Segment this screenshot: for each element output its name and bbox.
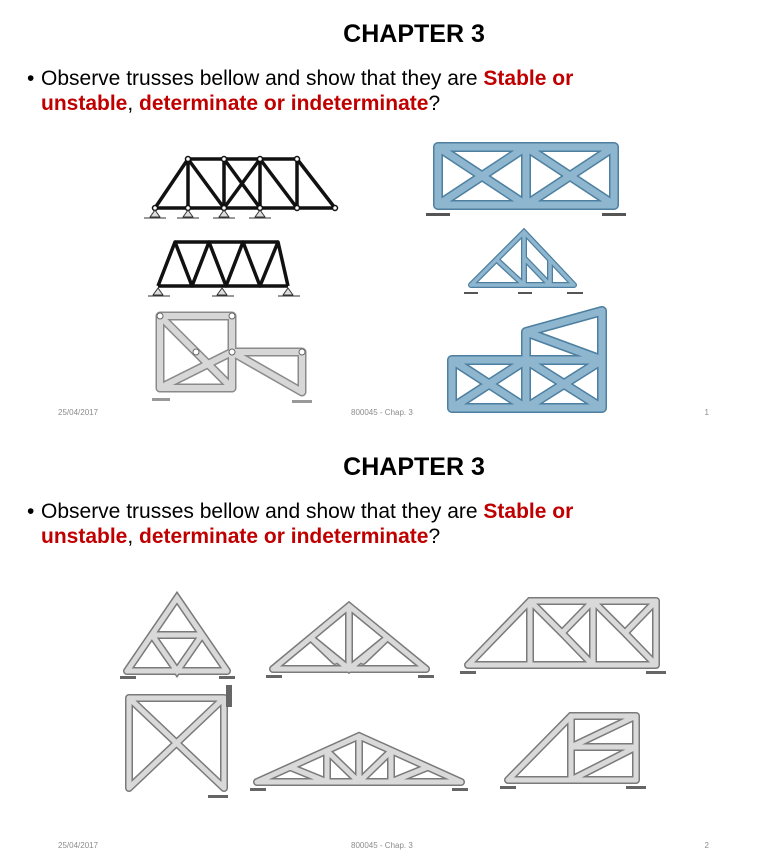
bullet-icon: •	[27, 500, 35, 523]
truss-blue-1-fill	[434, 143, 618, 209]
footer-course: 800045 - Chap. 3	[351, 408, 413, 417]
truss-black-1	[144, 155, 339, 219]
bullet-text-plain: Observe trusses bellow and show that the…	[41, 67, 484, 90]
truss-gray-f	[500, 712, 646, 789]
slide-2: CHAPTER 3 • Observe trusses bellow and s…	[0, 433, 768, 866]
bullet-text-plain: Observe trusses bellow and show that the…	[41, 500, 484, 523]
bullet-separator: ,	[127, 525, 140, 548]
slide-title: CHAPTER 3	[343, 20, 485, 48]
footer-course: 800045 - Chap. 3	[351, 841, 413, 850]
bullet-separator: ,	[127, 92, 140, 115]
truss-blue-3-fill	[448, 307, 606, 412]
truss-blue-2-supports	[464, 292, 583, 294]
footer-page-number: 1	[704, 408, 709, 417]
bullet-point: • Observe trusses bellow and show that t…	[27, 499, 647, 549]
truss-blue-1-supports	[426, 213, 626, 216]
highlight-stable: Stable or unstable	[41, 500, 574, 548]
truss-figures-slide-1	[144, 142, 626, 413]
highlight-determinate: determinate or indeterminate	[139, 525, 429, 548]
bullet-end: ?	[428, 92, 441, 115]
truss-gray-a	[120, 590, 235, 679]
slide-1: CHAPTER 3 • Observe trusses bellow and s…	[27, 20, 709, 417]
truss-gray-c	[460, 597, 666, 674]
bullet-text: Observe trusses bellow and show that the…	[41, 66, 647, 116]
footer-date: 25/04/2017	[58, 408, 99, 417]
bullet-point: • Observe trusses bellow and show that t…	[27, 66, 647, 116]
highlight-stable: Stable or unstable	[41, 67, 574, 115]
truss-gray-supports	[152, 312, 312, 403]
bullet-text: Observe trusses bellow and show that the…	[41, 499, 647, 549]
slide-title: CHAPTER 3	[343, 453, 485, 481]
bullet-end: ?	[428, 525, 441, 548]
truss-blue-2-fill	[469, 229, 576, 287]
truss-gray-d	[125, 685, 232, 798]
truss-figures-slide-2: .go { stroke:#7a7a7a; stroke-width:8; fi…	[120, 590, 666, 798]
footer-date: 25/04/2017	[58, 841, 99, 850]
truss-gray-e	[250, 731, 468, 791]
truss-gray-b	[266, 600, 434, 678]
bullet-icon: •	[27, 67, 35, 90]
footer-page-number: 2	[704, 841, 709, 850]
truss-black-2	[148, 240, 300, 297]
highlight-determinate: determinate or indeterminate	[139, 92, 429, 115]
